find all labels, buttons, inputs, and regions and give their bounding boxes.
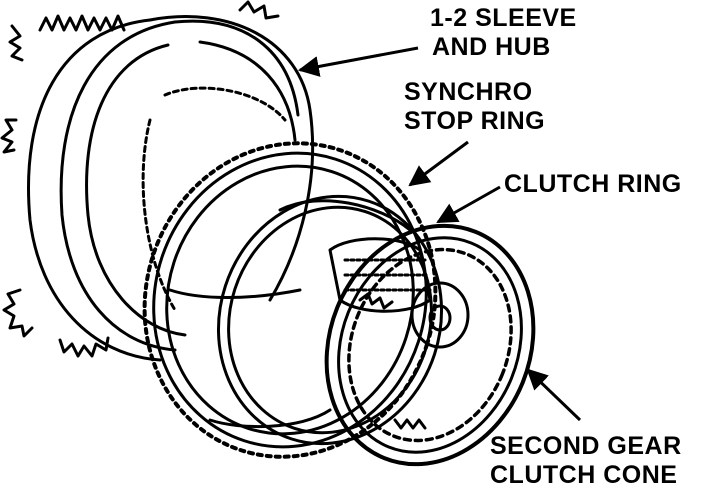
arrow-sleeve-hub xyxy=(297,46,419,77)
arrow-synchro-stop-ring xyxy=(408,140,469,187)
label-clutch-ring-line1: CLUTCH RING xyxy=(504,170,682,198)
label-sleeve-hub-line2: AND HUB xyxy=(432,33,551,61)
sleeve-and-hub xyxy=(0,0,315,362)
leader-arrows xyxy=(297,46,582,422)
label-synchro-line1: SYNCHRO xyxy=(404,78,533,106)
label-synchro-stop-ring: SYNCHRO STOP RING xyxy=(404,78,545,136)
arrow-clutch-ring xyxy=(436,185,501,224)
label-clutch-ring: CLUTCH RING xyxy=(504,170,682,199)
label-second-gear-clutch-cone: SECOND GEAR CLUTCH CONE xyxy=(490,432,682,490)
gear-shaft xyxy=(328,237,470,349)
arrow-clutch-cone xyxy=(526,368,582,422)
label-sleeve-hub: 1-2 SLEEVE AND HUB xyxy=(430,4,577,62)
label-synchro-line2: STOP RING xyxy=(404,107,546,135)
synchro-stop-ring xyxy=(142,141,438,459)
label-sleeve-hub-line1: 1-2 SLEEVE xyxy=(430,4,577,32)
label-cone-line1: SECOND GEAR xyxy=(490,432,682,460)
second-gear-clutch-cone xyxy=(324,223,536,467)
clutch-ring xyxy=(168,194,444,446)
label-cone-line2: CLUTCH CONE xyxy=(490,461,678,489)
